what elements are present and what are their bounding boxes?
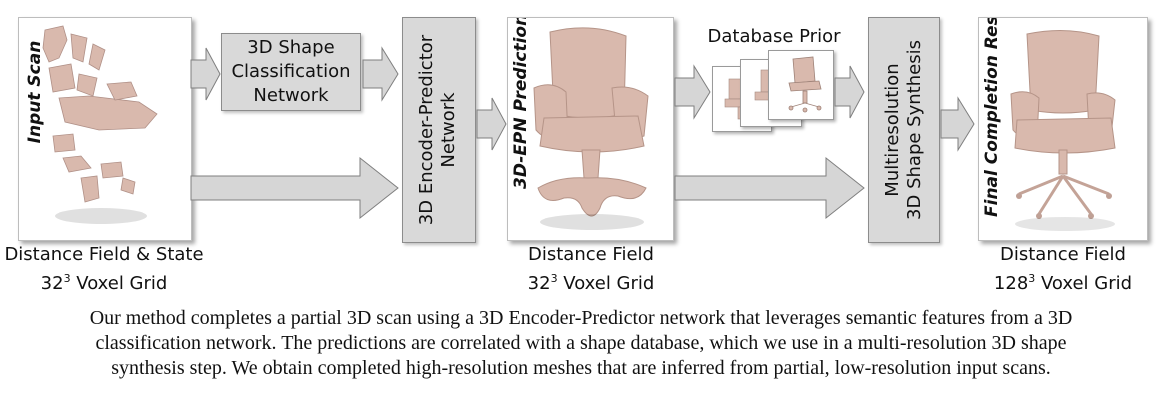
database-prior-title: Database Prior (707, 26, 841, 47)
final-completion-label: Final Completion Result (982, 17, 1002, 217)
epn-caption-line1: Distance Field (528, 244, 654, 265)
figure-caption-line1: Our method completes a partial 3D scan u… (89, 307, 1073, 329)
final-caption-line1: Distance Field (1000, 244, 1126, 265)
synthesis-line2: 3D Shape Synthesis (904, 40, 925, 220)
epn-panel-caption: Distance Field 323 Voxel Grid (502, 243, 680, 296)
arrow-epn-to-database (674, 64, 711, 120)
input-scan-label: Input Scan (25, 40, 45, 144)
figure-caption-line3: synthesis step. We obtain completed high… (111, 357, 1051, 379)
figure-caption: Our method completes a partial 3D scan u… (0, 306, 1162, 381)
encoder-line2: Network (438, 92, 459, 168)
synthesis-line1: Multiresolution (882, 63, 903, 197)
arrow-classification-to-encoder (362, 46, 399, 102)
input-caption-line1: Distance Field & State (4, 244, 204, 265)
final-panel-caption: Distance Field 1283 Voxel Grid (972, 243, 1154, 296)
classification-line2: Classification (231, 61, 351, 82)
classification-network-box: 3D Shape Classification Network (221, 33, 361, 111)
classification-line1: 3D Shape (247, 37, 335, 58)
encoder-line1: 3D Encoder-Predictor (416, 34, 437, 226)
partial-chair-scan-image (42, 25, 158, 224)
final-completion-panel: Final Completion Result (978, 17, 1148, 241)
arrow-synthesis-to-final (940, 96, 975, 152)
input-panel-caption: Distance Field & State 323 Voxel Grid (0, 243, 208, 296)
predicted-chair-image (533, 27, 649, 230)
figure-caption-line2: classification network. The predictions … (95, 332, 1067, 354)
arrow-input-to-encoder (190, 156, 399, 220)
synthesis-label: Multiresolution 3D Shape Synthesis (882, 18, 926, 242)
epn-caption-line2: 323 Voxel Grid (527, 272, 655, 294)
arrow-epn-to-synthesis (674, 156, 865, 220)
final-chair-image (1010, 29, 1116, 231)
input-caption-line2: 323 Voxel Grid (40, 272, 168, 294)
epn-prediction-label: 3D-EPN Prediction (511, 17, 531, 189)
multiresolution-synthesis-box: Multiresolution 3D Shape Synthesis (868, 17, 940, 243)
encoder-predictor-label: 3D Encoder-Predictor Network (416, 18, 460, 242)
database-thumb-3 (768, 50, 834, 120)
input-scan-panel: Input Scan (18, 17, 192, 241)
final-caption-line2: 1283 Voxel Grid (993, 272, 1133, 294)
arrow-encoder-to-epn (476, 97, 507, 151)
encoder-predictor-network-box: 3D Encoder-Predictor Network (402, 17, 476, 243)
database-chair-image (788, 56, 822, 113)
classification-line3: Network (253, 85, 329, 106)
arrow-input-to-classification (190, 47, 221, 101)
epn-prediction-panel: 3D-EPN Prediction (507, 17, 674, 241)
arrow-database-to-synthesis (834, 65, 865, 119)
